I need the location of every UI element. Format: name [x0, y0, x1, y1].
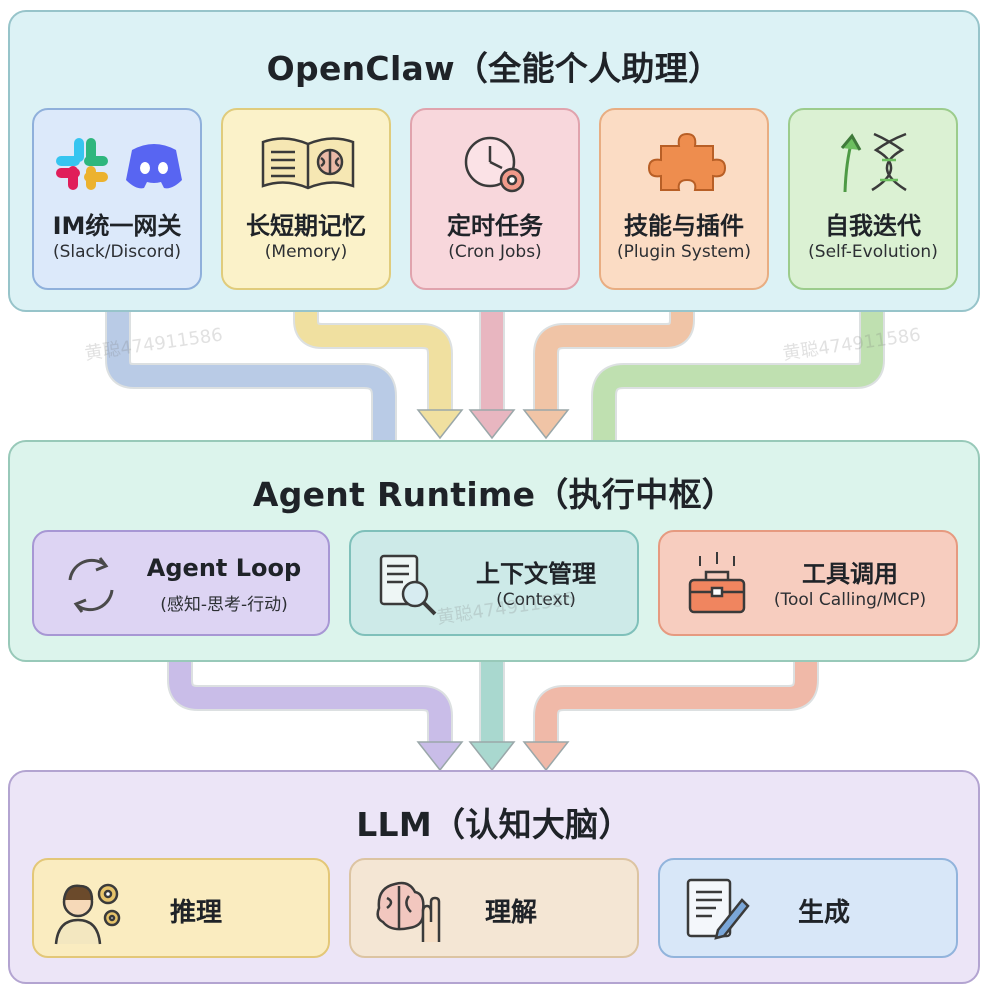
arrow-plugin-to-runtime	[522, 300, 695, 440]
arrow-head	[416, 741, 464, 772]
arrow-head	[522, 409, 570, 440]
puzzle-icon	[601, 128, 767, 198]
person-gears-icon	[52, 872, 128, 948]
card-subtitle: (感知-思考-行动)	[160, 595, 288, 615]
card-subtitle: (Self-Evolution)	[808, 242, 938, 262]
llm-layer: LLM（认知大脑） 推理	[8, 770, 980, 984]
brain-hand-icon	[369, 872, 445, 948]
card-tool-calling: 工具调用 (Tool Calling/MCP)	[658, 530, 958, 636]
arrow-memory-to-runtime	[293, 300, 464, 440]
card-name: 长短期记忆	[246, 212, 366, 240]
card-subtitle: (Cron Jobs)	[448, 242, 542, 262]
card-name: 推理	[170, 898, 223, 928]
card-agent-loop: Agent Loop (感知-思考-行动)	[32, 530, 330, 636]
card-name: 自我迭代	[825, 212, 921, 240]
card-name: IM统一网关	[52, 212, 182, 240]
card-subtitle: (Memory)	[264, 242, 348, 262]
toolbox-icon	[682, 550, 752, 620]
openclaw-title: OpenClaw（全能个人助理）	[266, 49, 722, 88]
llm-title: LLM（认知大脑）	[356, 805, 632, 844]
card-name: 技能与插件	[624, 212, 744, 240]
document-pen-icon	[678, 872, 754, 948]
card-memory: 长短期记忆 (Memory)	[221, 108, 391, 290]
slack-discord-icon	[34, 128, 200, 198]
document-magnifier-icon	[373, 550, 443, 620]
card-reasoning: 推理	[32, 858, 330, 958]
card-subtitle: (Context)	[496, 590, 576, 610]
arrow-head	[468, 409, 516, 440]
openclaw-layer: OpenClaw（全能个人助理）	[8, 10, 980, 312]
card-generation: 生成	[658, 858, 958, 958]
cycle-arrows-icon	[56, 550, 126, 620]
card-plugin-system: 技能与插件 (Plugin System)	[599, 108, 769, 290]
card-name: 理解	[485, 898, 538, 928]
card-understanding: 理解	[349, 858, 639, 958]
arrow-loop-to-llm	[167, 650, 464, 772]
card-name: 工具调用	[802, 560, 898, 588]
card-name: 定时任务	[447, 212, 543, 240]
arrow-tools-to-llm	[522, 650, 819, 772]
card-self-evolution: 自我迭代 (Self-Evolution)	[788, 108, 958, 290]
card-subtitle: (Slack/Discord)	[52, 242, 181, 262]
arrow-dna-icon	[790, 128, 956, 198]
arrow-head	[468, 741, 516, 772]
card-im-gateway: IM统一网关 (Slack/Discord)	[32, 108, 202, 290]
runtime-layer: Agent Runtime（执行中枢） Agent Loop (感知-思考-行动…	[8, 440, 980, 662]
arrow-im-to-runtime	[105, 300, 397, 444]
arrow-cron-to-runtime	[468, 300, 516, 440]
card-context: 上下文管理 (Context)	[349, 530, 639, 636]
card-cron-jobs: 定时任务 (Cron Jobs)	[410, 108, 580, 290]
card-name: Agent Loop	[146, 554, 302, 582]
arrow-head	[416, 409, 464, 440]
card-name: 上下文管理	[476, 560, 596, 588]
card-subtitle: (Plugin System)	[616, 242, 752, 262]
card-subtitle: (Tool Calling/MCP)	[773, 590, 927, 610]
arrow-evolution-to-runtime	[591, 300, 885, 444]
book-brain-icon	[223, 128, 389, 198]
clock-gear-icon	[412, 128, 578, 198]
runtime-title: Agent Runtime（执行中枢）	[252, 475, 736, 514]
card-name: 生成	[798, 898, 851, 928]
arrow-head	[522, 741, 570, 772]
arrow-context-to-llm	[468, 650, 516, 772]
